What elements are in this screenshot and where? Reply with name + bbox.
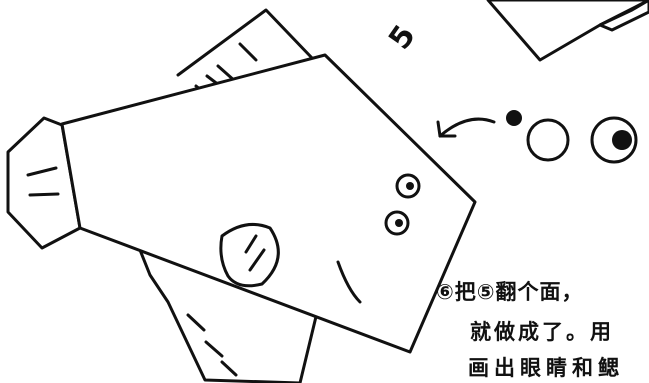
bottom-fin-line-3	[220, 360, 238, 377]
instruction-line-2: 就做成了。用	[470, 320, 614, 344]
tail-line-1	[26, 166, 58, 177]
arrow-icon	[438, 117, 496, 138]
tail-line-2	[28, 192, 60, 197]
gill	[219, 222, 280, 288]
gill-line-1	[244, 234, 258, 254]
eye-sticker-circle	[526, 118, 570, 162]
folded-paper-flap	[598, 0, 649, 32]
belly-line	[336, 260, 362, 304]
instruction-line-3: 画出眼睛和鳃	[468, 356, 624, 380]
top-fin-line-3	[238, 42, 258, 62]
bottom-fin-line-1	[186, 313, 206, 332]
instruction-line-1: ⑥把⑤翻个面，	[436, 280, 584, 304]
bottom-fin-line-2	[204, 340, 224, 358]
eye-sticker-small-dot	[506, 110, 522, 126]
fish-body	[60, 53, 477, 354]
folded-paper	[486, 0, 649, 62]
gill-line-2	[248, 248, 266, 272]
fish-eye-2	[384, 210, 410, 236]
fish-eye-1	[395, 173, 421, 199]
